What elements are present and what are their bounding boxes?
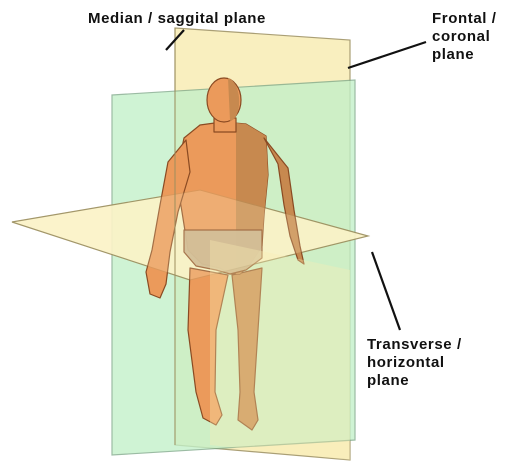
median-plane-label: Median / saggital plane [88,10,266,28]
median-label-line-1: Median / saggital plane [88,10,266,28]
transverse-label-line-2: horizontal [367,354,462,372]
transverse-leader-line [372,252,400,330]
frontal-plane-label: Frontal / coronal plane [432,10,497,64]
transverse-label-line-3: plane [367,372,462,390]
frontal-label-line-2: coronal [432,28,497,46]
frontal-label-line-1: Frontal / [432,10,497,28]
median-plane-front [210,240,350,460]
frontal-leader-line [348,42,426,68]
frontal-label-line-3: plane [432,46,497,64]
transverse-plane-label: Transverse / horizontal plane [367,336,462,390]
transverse-label-line-1: Transverse / [367,336,462,354]
